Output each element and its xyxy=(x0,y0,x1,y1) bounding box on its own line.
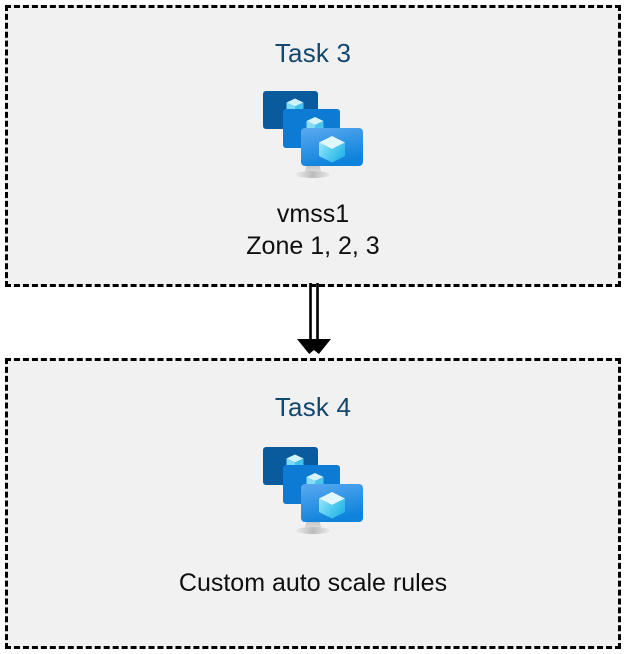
task-4-heading: Task 4 xyxy=(274,392,352,422)
virtual-machine-scale-set-icon xyxy=(257,440,369,538)
task-4-caption: Custom auto scale rules xyxy=(178,569,448,597)
task-3-heading: Task 3 xyxy=(274,38,352,68)
connector-arrow-task3-to-task4 xyxy=(291,283,337,361)
task-box-task-4[interactable]: Task 4 xyxy=(5,358,621,649)
task-box-task-3[interactable]: Task 3 xyxy=(5,5,621,287)
task-3-caption: vmss1 Zone 1, 2, 3 xyxy=(246,200,380,260)
virtual-machine-scale-set-icon xyxy=(257,84,369,182)
